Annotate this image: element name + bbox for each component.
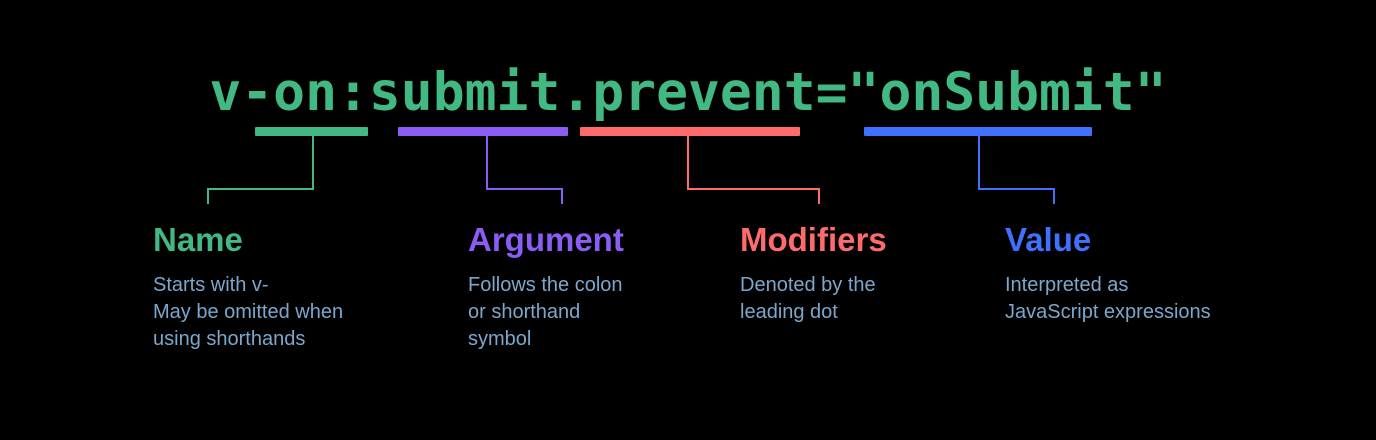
underline-bar-name (255, 127, 368, 136)
legend-description-modifiers: Denoted by the leading dot (740, 274, 876, 323)
underline-bar-value (864, 127, 1092, 136)
legend-description-value: Interpreted as JavaScript expressions (1005, 274, 1211, 323)
connector-stub-argument (561, 188, 563, 204)
legend-title-name: Name (153, 221, 243, 258)
connector-drop-modifiers (687, 136, 689, 188)
legend-title-value: Value (1005, 221, 1092, 258)
connector-stub-value (1053, 188, 1055, 204)
connector-stub-modifiers (818, 188, 820, 204)
legend-description-argument: Follows the colon or shorthand symbol (468, 274, 623, 350)
underline-bar-argument (398, 127, 568, 136)
connector-run-value (978, 188, 1055, 190)
connector-stub-name (207, 188, 209, 204)
directive-code-expression: v-on:submit.prevent="onSubmit" (209, 62, 1167, 123)
legend-title-modifiers: Modifiers (740, 221, 887, 258)
legend-title-argument: Argument (468, 221, 624, 258)
connector-drop-argument (486, 136, 488, 188)
underline-bar-modifiers (580, 127, 800, 136)
connector-run-name (207, 188, 314, 190)
connector-drop-value (978, 136, 980, 188)
connector-run-argument (486, 188, 563, 190)
connector-drop-name (312, 136, 314, 188)
legend-description-name: Starts with v- May be omitted when using… (153, 274, 344, 350)
connector-run-modifiers (687, 188, 820, 190)
